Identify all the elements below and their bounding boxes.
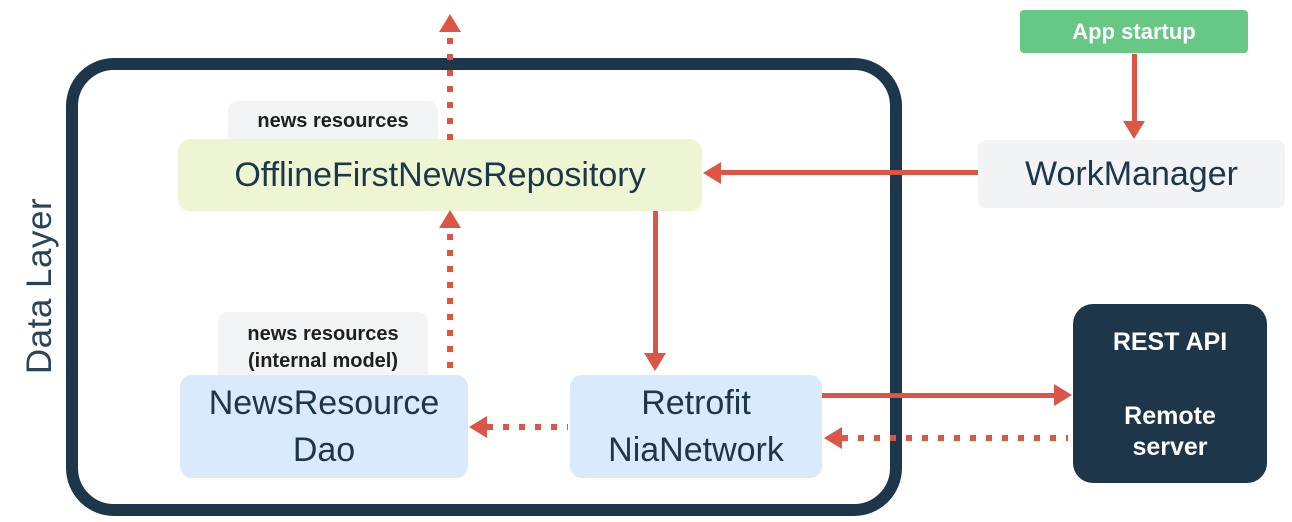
node-news-resource-dao: NewsResource Dao xyxy=(180,375,468,478)
workmanager-label: WorkManager xyxy=(1025,154,1238,193)
arrowhead-down-icon xyxy=(1123,121,1145,139)
dao-tag-line1: news resources xyxy=(247,323,399,345)
arrowhead-left-icon xyxy=(824,427,842,449)
remote-title: REST API xyxy=(1112,328,1228,356)
arrowhead-left-icon xyxy=(469,416,487,438)
repository-label: OfflineFirstNewsRepository xyxy=(234,155,646,194)
network-label-line2: NiaNetwork xyxy=(608,430,784,469)
arrow-workmanager-to-repository xyxy=(720,170,978,175)
app-startup-label: App startup xyxy=(1072,18,1196,44)
arrow-repository-to-ui-dotted xyxy=(447,38,453,140)
arrowhead-left-icon xyxy=(703,162,721,184)
remote-subtitle-line1: Remote xyxy=(1124,402,1216,430)
network-label-line1: Retrofit xyxy=(641,383,751,422)
dao-tag-line2: (internal model) xyxy=(247,350,398,372)
arrow-network-to-remote xyxy=(822,393,1054,398)
arrowhead-down-icon xyxy=(644,353,666,371)
repository-tag-label: news resources xyxy=(257,110,409,132)
node-retrofit-nia-network: Retrofit NiaNetwork xyxy=(570,375,822,478)
data-layer-label: Data Layer xyxy=(20,197,59,375)
node-remote-server: REST API Remote server xyxy=(1073,304,1267,483)
dao-tag: news resources (internal model) xyxy=(218,312,428,384)
arrow-repository-to-network xyxy=(653,211,658,353)
arrow-dao-to-repository-dotted xyxy=(447,234,453,372)
node-app-startup: App startup xyxy=(1020,10,1248,53)
remote-subtitle: Remote server xyxy=(1124,401,1216,463)
node-offline-first-news-repository: OfflineFirstNewsRepository xyxy=(178,139,702,211)
remote-subtitle-line2: server xyxy=(1132,433,1208,461)
arrowhead-up-icon xyxy=(439,210,461,228)
arrowhead-right-icon xyxy=(1054,384,1072,406)
arrow-appstartup-to-workmanager xyxy=(1132,54,1137,122)
arrow-network-to-dao-dotted xyxy=(487,424,568,430)
node-workmanager: WorkManager xyxy=(978,140,1285,208)
dao-label-line1: NewsResource xyxy=(208,383,440,422)
arrow-remote-to-network-dotted xyxy=(842,435,1068,441)
arrowhead-up-icon xyxy=(439,14,461,32)
dao-label-line2: Dao xyxy=(292,430,356,469)
